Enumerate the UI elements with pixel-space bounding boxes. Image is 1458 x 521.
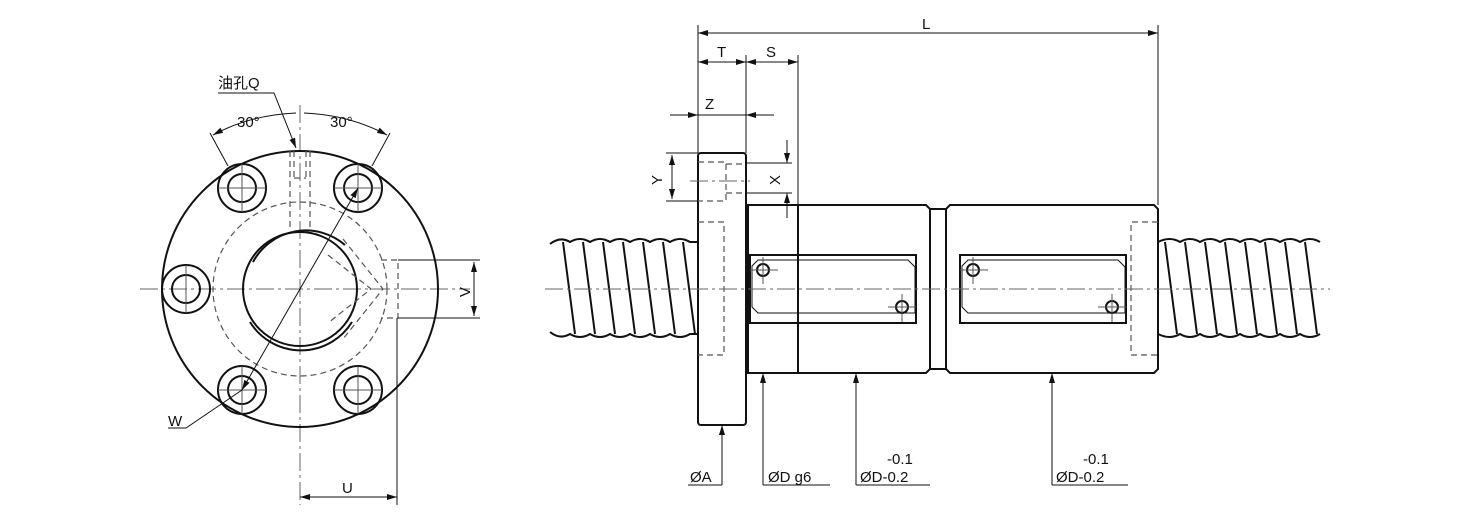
T-label: T bbox=[717, 44, 726, 61]
angle-right-label: 30° bbox=[330, 114, 353, 131]
tolerance-upper-2: -0.1 bbox=[1083, 451, 1109, 468]
side-view: L T S Z Y X ØA ØD g6 -0.1 ØD-0.2 -0.1 ØD… bbox=[545, 16, 1330, 486]
L-label: L bbox=[922, 16, 930, 33]
angle-left-label: 30° bbox=[237, 114, 260, 131]
V-label: V bbox=[457, 287, 474, 297]
dia-D-tolerance-2: ØD-0.2 bbox=[1056, 469, 1104, 486]
dia-D-tolerance-1: ØD-0.2 bbox=[860, 469, 908, 486]
nut-body-2 bbox=[945, 204, 1159, 374]
screw-shaft-right bbox=[1157, 238, 1321, 338]
tolerance-upper-1: -0.1 bbox=[887, 451, 913, 468]
oil-hole-label: 油孔Q bbox=[218, 75, 260, 92]
X-label: X bbox=[767, 175, 784, 185]
S-label: S bbox=[766, 44, 776, 61]
dia-A-label: ØA bbox=[690, 469, 712, 486]
Z-label: Z bbox=[705, 96, 714, 113]
dia-D-g6-label: ØD g6 bbox=[768, 469, 811, 486]
pitch-circle bbox=[212, 201, 388, 377]
return-plate-1 bbox=[749, 254, 917, 324]
W-label: W bbox=[168, 413, 183, 430]
U-label: U bbox=[342, 480, 353, 497]
Y-label: Y bbox=[649, 175, 666, 185]
screw-shaft-left bbox=[549, 238, 698, 338]
front-view: 30° 30° 油孔Q W V U bbox=[140, 75, 480, 505]
